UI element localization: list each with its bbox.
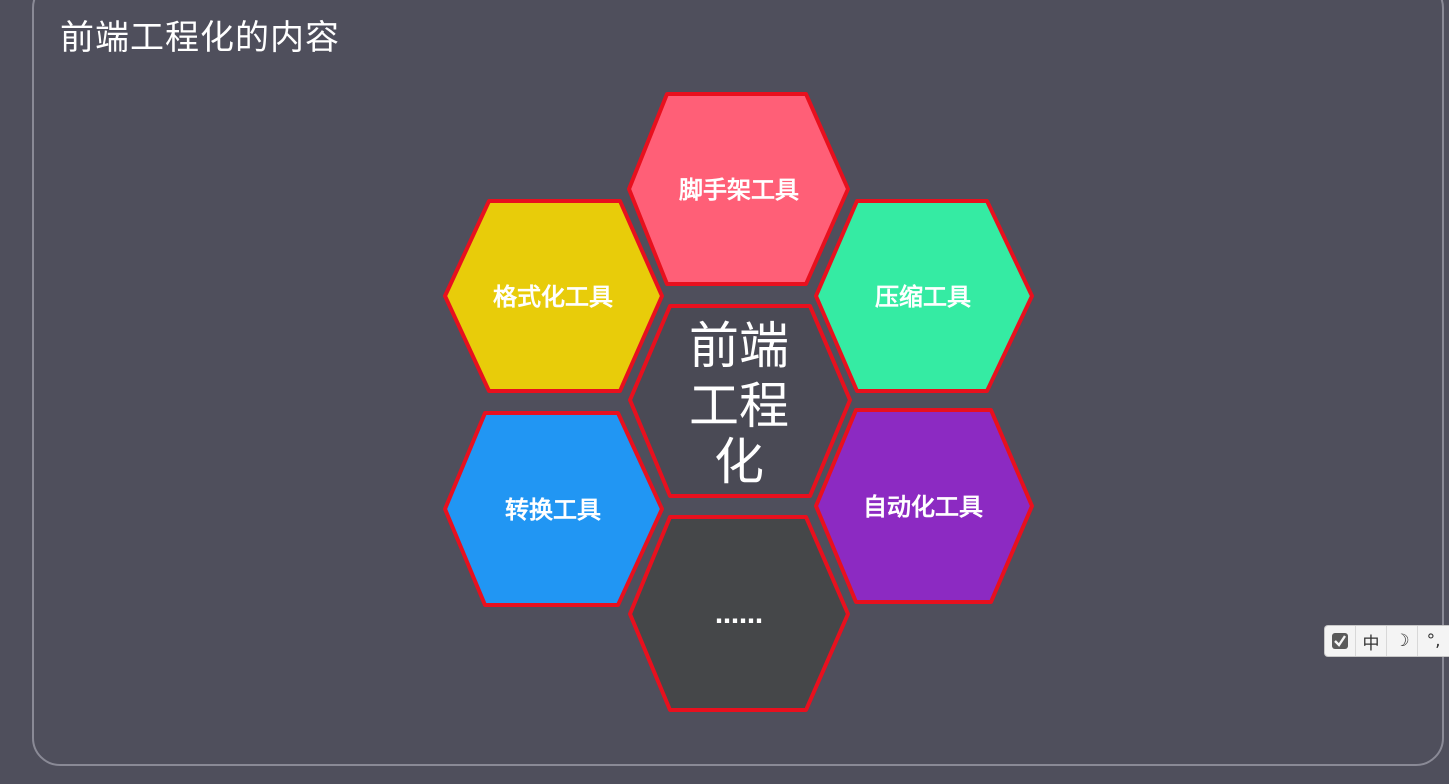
chinese-mode-icon[interactable]: 中 <box>1356 626 1388 656</box>
hex-node-convert: 转换工具 <box>443 411 664 607</box>
center-line-3: 化 <box>714 433 764 491</box>
hex-label-more: …… <box>715 601 763 629</box>
hex-node-compress: 压缩工具 <box>814 199 1034 393</box>
hex-node-more: …… <box>628 515 850 712</box>
slide-title: 前端工程化的内容 <box>60 18 340 58</box>
hex-node-format: 格式化工具 <box>443 199 664 393</box>
half-width-moon-icon[interactable]: ☽ <box>1387 626 1419 656</box>
slide-frame <box>32 0 1444 766</box>
hex-label-convert: 转换工具 <box>505 496 601 524</box>
chinese-punctuation-icon[interactable]: °, <box>1426 631 1441 651</box>
hex-label-scaffold: 脚手架工具 <box>679 176 799 204</box>
center-line-1: 前端 <box>689 317 789 375</box>
hex-node-automation: 自动化工具 <box>814 408 1034 604</box>
ime-logo-icon[interactable] <box>1325 626 1357 656</box>
hex-label-automation: 自动化工具 <box>863 493 983 521</box>
hex-label-format: 格式化工具 <box>493 283 613 311</box>
ime-toolbar: 中 ☽ °, <box>1324 625 1449 657</box>
hex-node-scaffold: 脚手架工具 <box>627 92 850 286</box>
hex-node-center: 前端 工程 化 <box>628 304 852 498</box>
center-line-2: 工程 <box>689 377 789 435</box>
hex-label-compress: 压缩工具 <box>875 283 971 311</box>
